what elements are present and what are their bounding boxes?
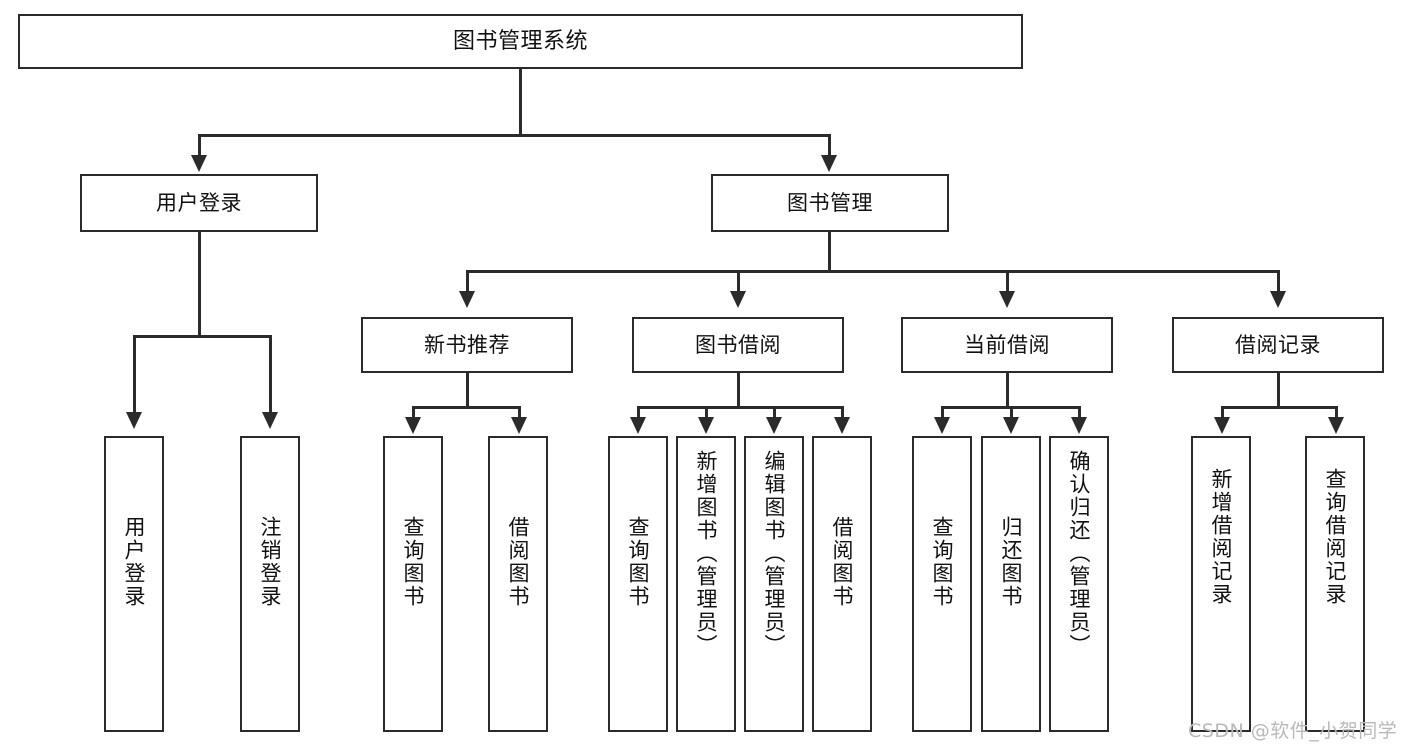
connector-level3-bar <box>466 270 1280 273</box>
leaf-node-query-book-recommend[interactable]: 查询图书 <box>383 436 443 732</box>
node-label: 借阅图书 <box>830 516 855 608</box>
connector-user-login-bar <box>133 335 271 338</box>
watermark-text: CSDN @软件_小贺同学 <box>1188 720 1398 742</box>
node-borrow-records[interactable]: 借阅记录 <box>1172 317 1384 373</box>
node-label: 查询图书 <box>930 516 955 608</box>
node-new-book-recommend[interactable]: 新书推荐 <box>361 317 573 373</box>
connector-book-borrow-leaf-0 <box>637 406 640 420</box>
arrow-user-login-leaf-0 <box>126 412 142 429</box>
node-label: 确认归还（管理员） <box>1067 450 1092 657</box>
node-label: 借阅图书 <box>506 516 531 608</box>
connector-borrow-records-leaf-1 <box>1335 406 1338 420</box>
leaf-node-borrow-book[interactable]: 借阅图书 <box>812 436 872 732</box>
connector-new-book-bar <box>412 406 520 409</box>
arrow-current-borrow-leaf-1 <box>1003 417 1019 434</box>
connector-to-new-book <box>466 270 469 294</box>
connector-user-login-leaf-1 <box>269 335 272 415</box>
leaf-node-confirm-return-admin[interactable]: 确认归还（管理员） <box>1049 436 1109 732</box>
leaf-node-add-borrow-record[interactable]: 新增借阅记录 <box>1191 436 1251 732</box>
arrow-to-borrow-records <box>1270 291 1286 308</box>
leaf-node-query-book-borrow[interactable]: 查询图书 <box>608 436 668 732</box>
node-label: 图书借阅 <box>695 332 781 357</box>
connector-level1-bar <box>198 134 830 137</box>
connector-book-borrow-leaf-1 <box>705 406 708 420</box>
node-label: 借阅记录 <box>1235 332 1321 357</box>
connector-borrow-records-stem <box>1277 373 1280 408</box>
node-label: 新书推荐 <box>424 332 510 357</box>
connector-current-borrow-leaf-1 <box>1010 406 1013 420</box>
node-label: 当前借阅 <box>964 332 1050 357</box>
connector-book-borrow-bar <box>637 406 844 409</box>
node-book-management[interactable]: 图书管理 <box>711 174 949 232</box>
node-root-book-management-system[interactable]: 图书管理系统 <box>18 14 1023 69</box>
node-user-login[interactable]: 用户登录 <box>80 174 318 232</box>
connector-to-book-borrow <box>737 270 740 294</box>
connector-new-book-stem <box>466 373 469 408</box>
node-label: 用户登录 <box>122 516 147 608</box>
connector-to-current-borrow <box>1006 270 1009 294</box>
connector-current-borrow-leaf-0 <box>941 406 944 420</box>
arrow-to-book-borrow <box>730 291 746 308</box>
arrow-book-borrow-leaf-3 <box>834 417 850 434</box>
node-label: 新增图书（管理员） <box>694 450 719 657</box>
leaf-node-logout[interactable]: 注销登录 <box>240 436 300 732</box>
leaf-node-return-book[interactable]: 归还图书 <box>981 436 1041 732</box>
arrow-current-borrow-leaf-2 <box>1071 417 1087 434</box>
connector-root-stem <box>519 69 522 136</box>
node-label: 编辑图书（管理员） <box>762 450 787 657</box>
connector-book-borrow-stem <box>737 373 740 408</box>
leaf-node-add-book-admin[interactable]: 新增图书（管理员） <box>676 436 736 732</box>
connector-borrow-records-bar <box>1221 406 1337 409</box>
connector-book-management-stem <box>828 232 831 272</box>
connector-new-book-leaf-1 <box>518 406 521 420</box>
connector-to-book-management <box>828 134 831 158</box>
node-label: 图书管理系统 <box>452 28 588 54</box>
csdn-watermark: CSDN @软件_小贺同学 <box>1188 716 1397 743</box>
leaf-node-borrow-book-recommend[interactable]: 借阅图书 <box>488 436 548 732</box>
connector-book-borrow-leaf-3 <box>841 406 844 420</box>
node-label: 新增借阅记录 <box>1209 468 1234 606</box>
node-label: 用户登录 <box>156 190 242 215</box>
connector-to-borrow-records <box>1277 270 1280 294</box>
node-label: 查询借阅记录 <box>1323 468 1348 606</box>
node-label: 注销登录 <box>258 516 283 608</box>
connector-book-borrow-leaf-2 <box>773 406 776 420</box>
arrow-borrow-records-leaf-0 <box>1214 417 1230 434</box>
connector-current-borrow-stem <box>1006 373 1009 408</box>
connector-user-login-stem <box>198 232 201 337</box>
connector-borrow-records-leaf-0 <box>1221 406 1224 420</box>
node-label: 归还图书 <box>999 516 1024 608</box>
node-current-borrow[interactable]: 当前借阅 <box>901 317 1113 373</box>
arrow-to-book-management <box>821 155 837 172</box>
arrow-new-book-leaf-1 <box>511 417 527 434</box>
arrow-to-user-login <box>191 155 207 172</box>
arrow-user-login-leaf-1 <box>262 412 278 429</box>
connector-to-user-login <box>198 134 201 158</box>
arrow-book-borrow-leaf-0 <box>630 417 646 434</box>
node-label: 查询图书 <box>401 516 426 608</box>
connector-new-book-leaf-0 <box>412 406 415 420</box>
node-label: 查询图书 <box>626 516 651 608</box>
node-label: 图书管理 <box>787 190 873 215</box>
leaf-node-query-book-current[interactable]: 查询图书 <box>912 436 972 732</box>
connector-user-login-leaf-0 <box>133 335 136 415</box>
arrow-new-book-leaf-0 <box>405 417 421 434</box>
leaf-node-user-login[interactable]: 用户登录 <box>104 436 164 732</box>
arrow-to-new-book <box>459 291 475 308</box>
leaf-node-query-borrow-record[interactable]: 查询借阅记录 <box>1305 436 1365 732</box>
arrow-book-borrow-leaf-2 <box>766 417 782 434</box>
arrow-current-borrow-leaf-0 <box>934 417 950 434</box>
arrow-to-current-borrow <box>999 291 1015 308</box>
arrow-book-borrow-leaf-1 <box>698 417 714 434</box>
leaf-node-edit-book-admin[interactable]: 编辑图书（管理员） <box>744 436 804 732</box>
arrow-borrow-records-leaf-1 <box>1328 417 1344 434</box>
connector-current-borrow-leaf-2 <box>1078 406 1081 420</box>
node-book-borrow[interactable]: 图书借阅 <box>632 317 844 373</box>
